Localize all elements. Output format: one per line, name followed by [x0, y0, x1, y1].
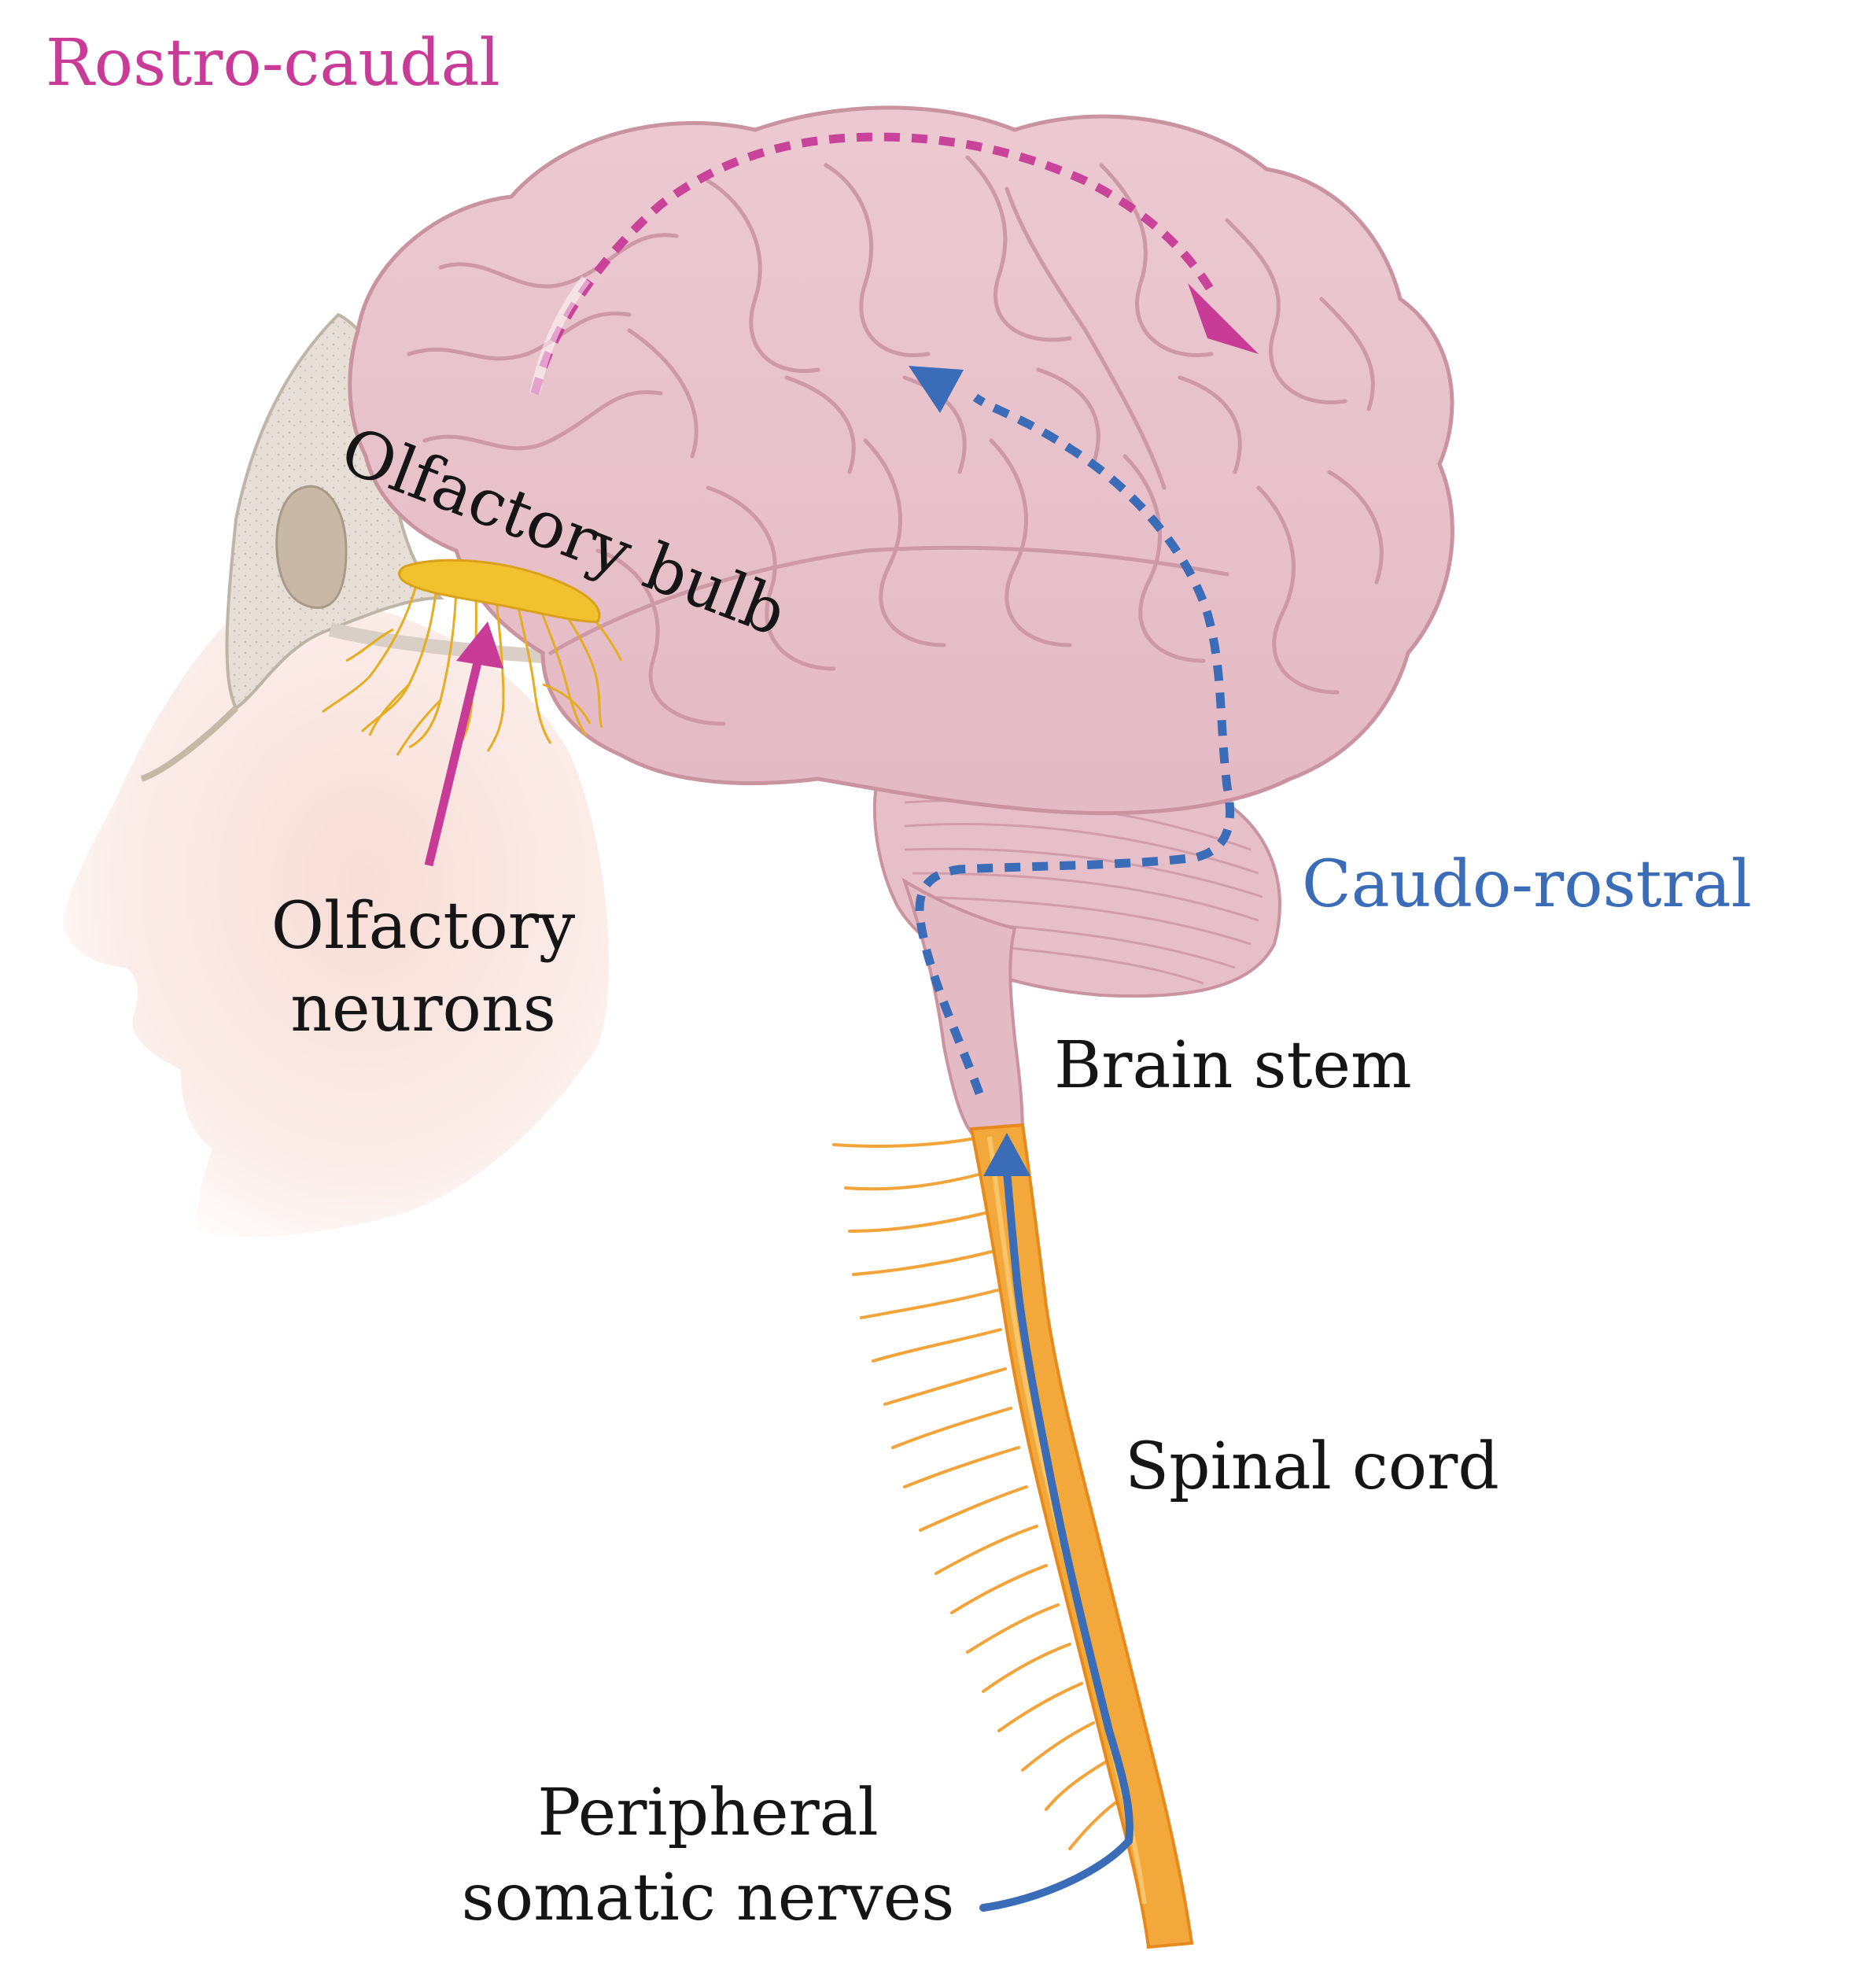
caudo-rostral-pathway — [909, 366, 1235, 1912]
brain-stem-label: Brain stem — [1054, 1028, 1412, 1103]
olfactory-neurons-label-line1: Olfactory — [271, 889, 576, 964]
rostro-caudal-arrowhead — [1188, 283, 1259, 354]
spinal-cord-label: Spinal cord — [1125, 1429, 1499, 1504]
caudo-rostral-arrowhead — [909, 366, 964, 413]
rostro-caudal-pathway — [424, 132, 1259, 867]
spinal-arrowhead — [983, 1133, 1030, 1176]
brain-sulci — [407, 155, 1384, 726]
olfactory-arrowhead — [456, 621, 503, 669]
peripheral-nerve-roots — [832, 1135, 1119, 1850]
caudo-rostral-label: Caudo-rostral — [1302, 847, 1752, 922]
rostro-caudal-label: Rostro-caudal — [46, 26, 500, 101]
brain-illustration — [348, 105, 1454, 1134]
olfactory-neurons-label-line2: neurons — [290, 972, 556, 1046]
peripheral-nerves-label-line1: Peripheral — [537, 1776, 879, 1850]
olfactory-bulb-illustration — [322, 559, 623, 756]
peripheral-nerves-label-line2: somatic nerves — [462, 1861, 955, 1935]
